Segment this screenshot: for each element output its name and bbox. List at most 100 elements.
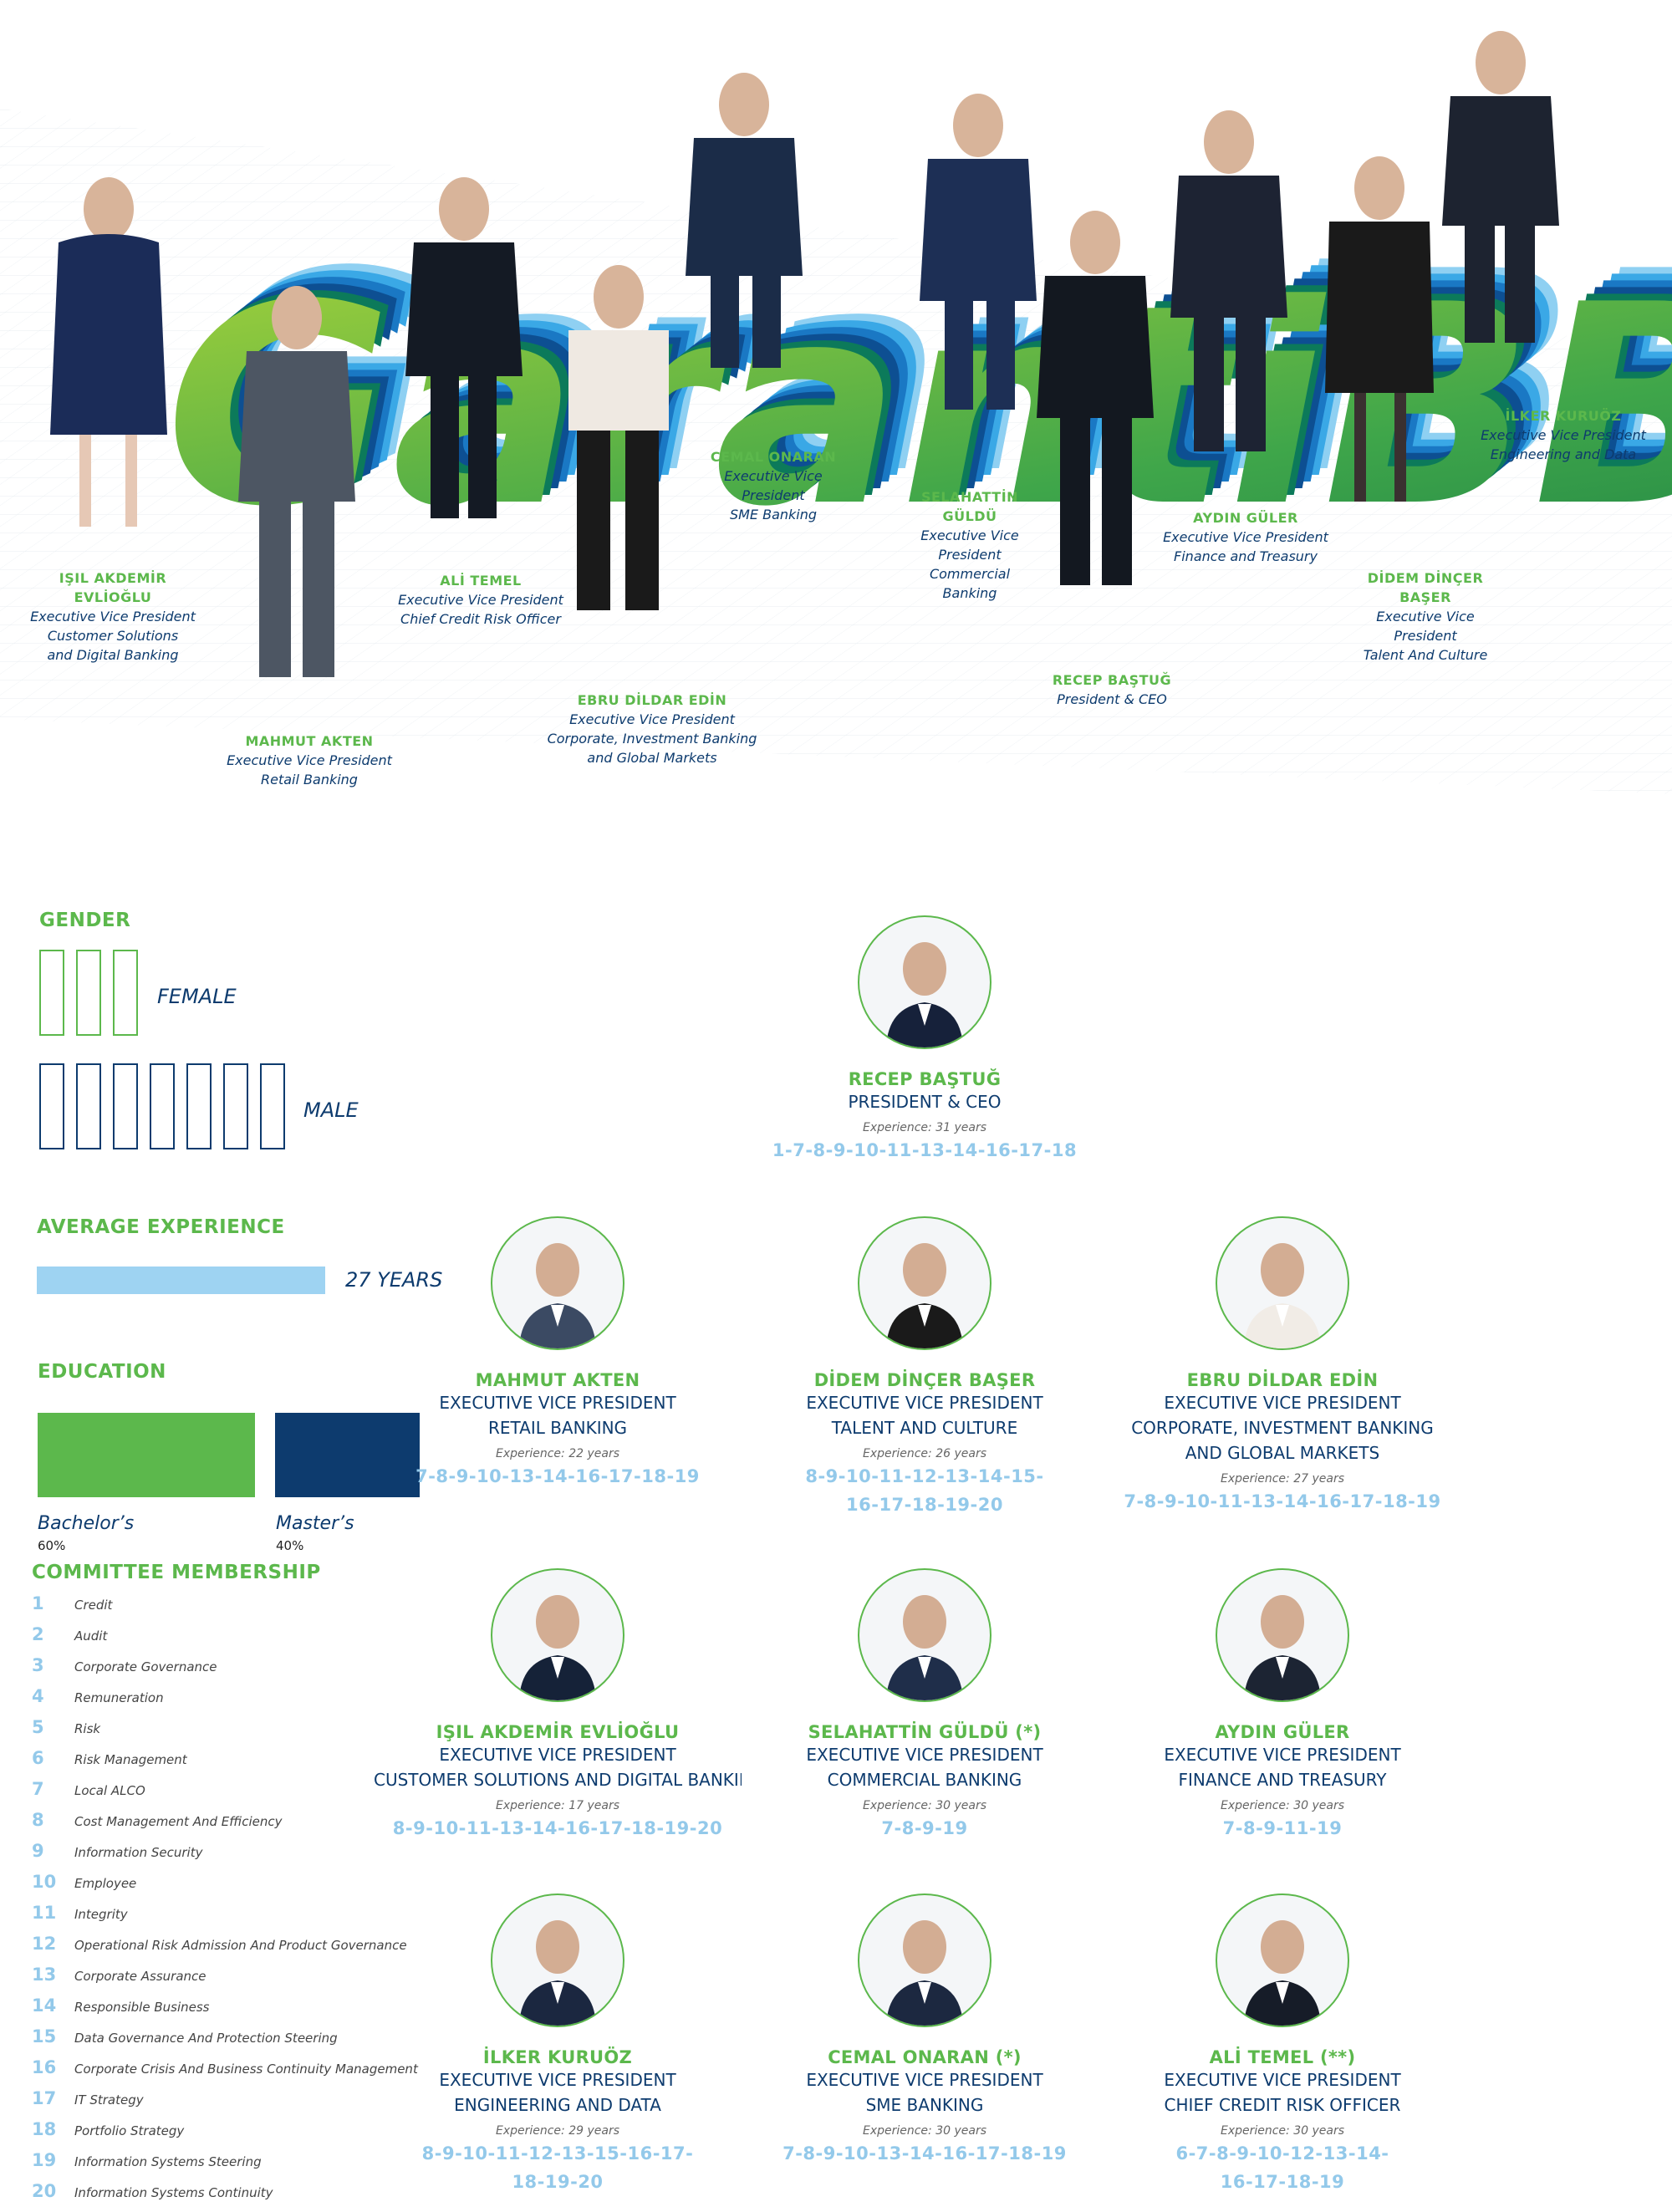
committee-number: 12	[32, 1934, 57, 1954]
hero-label-ilker: İLKER KURUÖZ Executive Vice President En…	[1471, 406, 1655, 464]
executive-experience: Experience: 30 years	[1220, 1799, 1345, 1812]
executive-name: EBRU DİLDAR EDİN	[1186, 1370, 1379, 1390]
experience-bar	[37, 1267, 325, 1294]
committee-number: 5	[32, 1717, 44, 1737]
portrait-photo	[858, 1568, 991, 1702]
bachelor-label: Bachelor’s	[38, 1513, 135, 1534]
executive-name: AYDIN GÜLER	[1215, 1722, 1350, 1742]
executive-experience: Experience: 31 years	[862, 1121, 987, 1134]
bachelor-bar	[38, 1413, 255, 1497]
committee-item: 11 Integrity	[32, 1903, 500, 1934]
hero-label-didem: DİDEM DİNÇER BAŞER Executive Vice Presid…	[1346, 568, 1505, 665]
hero-name: İLKER KURUÖZ	[1505, 408, 1622, 424]
portrait-icon	[886, 1243, 963, 1348]
committee-number: 11	[32, 1903, 57, 1923]
committee-label: Employee	[74, 1876, 137, 1891]
committee-number: 8	[32, 1810, 44, 1830]
master-label: Master’s	[276, 1513, 354, 1534]
hero-label-cemal: CEMAL ONARAN Executive Vice President SM…	[694, 447, 853, 524]
executive-title: EXECUTIVE VICE PRESIDENT	[1164, 1393, 1401, 1413]
female-label: FEMALE	[157, 985, 237, 1008]
hero-role: Retail Banking	[261, 772, 358, 787]
executive-name: IŞIL AKDEMİR EVLİOĞLU	[436, 1722, 680, 1742]
hero-name: DİDEM DİNÇER BAŞER	[1367, 570, 1484, 605]
hero-role: Engineering and Data	[1490, 446, 1637, 462]
hero-label-isil: IŞIL AKDEMİR EVLİOĞLU Executive Vice Pre…	[25, 568, 201, 665]
hero-role: Customer Solutions	[47, 628, 179, 644]
hero-role: Executive Vice President	[1163, 529, 1328, 545]
committee-label: IT Strategy	[74, 2092, 144, 2108]
female-icon	[39, 950, 64, 1036]
gender-title: GENDER	[39, 910, 131, 931]
committee-number: 14	[32, 1995, 57, 2016]
male-label: MALE	[303, 1098, 359, 1122]
portrait-photo	[858, 1893, 991, 2027]
hero-role: Talent And Culture	[1363, 647, 1488, 663]
committee-label: Data Governance And Protection Steering	[74, 2031, 338, 2046]
portrait-icon	[886, 1595, 963, 1700]
executive-title: ENGINEERING AND DATA	[454, 2095, 661, 2115]
hero-label-recep: RECEP BAŞTUĞ President & CEO	[1028, 670, 1195, 709]
executive-experience: Experience: 30 years	[1220, 2124, 1345, 2138]
male-icon	[39, 1063, 64, 1149]
executive-experience: Experience: 30 years	[862, 2124, 987, 2138]
committee-label: Integrity	[74, 1907, 128, 1922]
executive-committees: 7-8-9-19	[881, 1818, 968, 1838]
portrait-photo	[858, 1216, 991, 1350]
hero-name: SELAHATTİN GÜLDÜ	[920, 489, 1019, 524]
executive-title: TALENT AND CULTURE	[831, 1418, 1018, 1438]
male-icon	[76, 1063, 101, 1149]
male-icon	[223, 1063, 248, 1149]
hero-name: AYDIN GÜLER	[1193, 510, 1298, 526]
hero-role: Commercial	[929, 566, 1011, 582]
executive-title: CUSTOMER SOLUTIONS AND DIGITAL BANKING	[374, 1770, 742, 1790]
committee-label: Remuneration	[74, 1690, 164, 1705]
hero-name: RECEP BAŞTUĞ	[1052, 672, 1172, 688]
portrait-photo	[491, 1216, 624, 1350]
hero-role: and Digital Banking	[47, 647, 179, 663]
portrait-photo	[858, 915, 991, 1049]
executive-title: EXECUTIVE VICE PRESIDENT	[439, 1393, 676, 1413]
bachelor-pct: 60%	[38, 1538, 66, 1553]
executive-name: RECEP BAŞTUĞ	[848, 1069, 1002, 1089]
committee-label: Information Systems Continuity	[74, 2185, 273, 2200]
executive-card: SELAHATTİN GÜLDÜ (*)EXECUTIVE VICE PRESI…	[741, 1568, 1109, 1841]
portrait-icon	[886, 1920, 963, 2026]
hero-role: Corporate, Investment Banking	[547, 731, 757, 747]
executive-committees: 8-9-10-11-12-13-15-16-17-	[421, 2143, 694, 2164]
portrait-photo	[1216, 1568, 1349, 1702]
hero-role: Executive Vice President	[227, 752, 392, 768]
committee-number: 9	[32, 1841, 44, 1861]
portrait-icon	[1244, 1920, 1321, 2026]
male-icon	[113, 1063, 138, 1149]
executive-title: COMMERCIAL BANKING	[827, 1770, 1022, 1790]
master-pct: 40%	[276, 1538, 304, 1553]
portrait-icon	[1244, 1595, 1321, 1700]
committee-number: 13	[32, 1965, 57, 1985]
committee-label: Credit	[74, 1598, 113, 1613]
committee-number: 20	[32, 2181, 57, 2201]
executive-name: MAHMUT AKTEN	[475, 1370, 640, 1390]
committee-number: 1	[32, 1593, 44, 1613]
committee-item: 1 Credit	[32, 1593, 500, 1624]
executive-title: EXECUTIVE VICE PRESIDENT	[806, 1745, 1043, 1765]
executive-title: PRESIDENT & CEO	[848, 1092, 1002, 1112]
executive-experience: Experience: 17 years	[495, 1799, 620, 1812]
hero-label-aydin: AYDIN GÜLER Executive Vice President Fin…	[1154, 508, 1338, 566]
executive-name: İLKER KURUÖZ	[482, 2047, 633, 2067]
committee-number: 18	[32, 2119, 57, 2139]
committee-number: 16	[32, 2057, 57, 2077]
hero-role: Executive Vice	[1376, 609, 1475, 624]
hero-label-selahattin: SELAHATTİN GÜLDÜ Executive Vice Presiden…	[907, 487, 1032, 603]
portrait-icon	[519, 1595, 596, 1700]
portrait-icon	[519, 1243, 596, 1348]
